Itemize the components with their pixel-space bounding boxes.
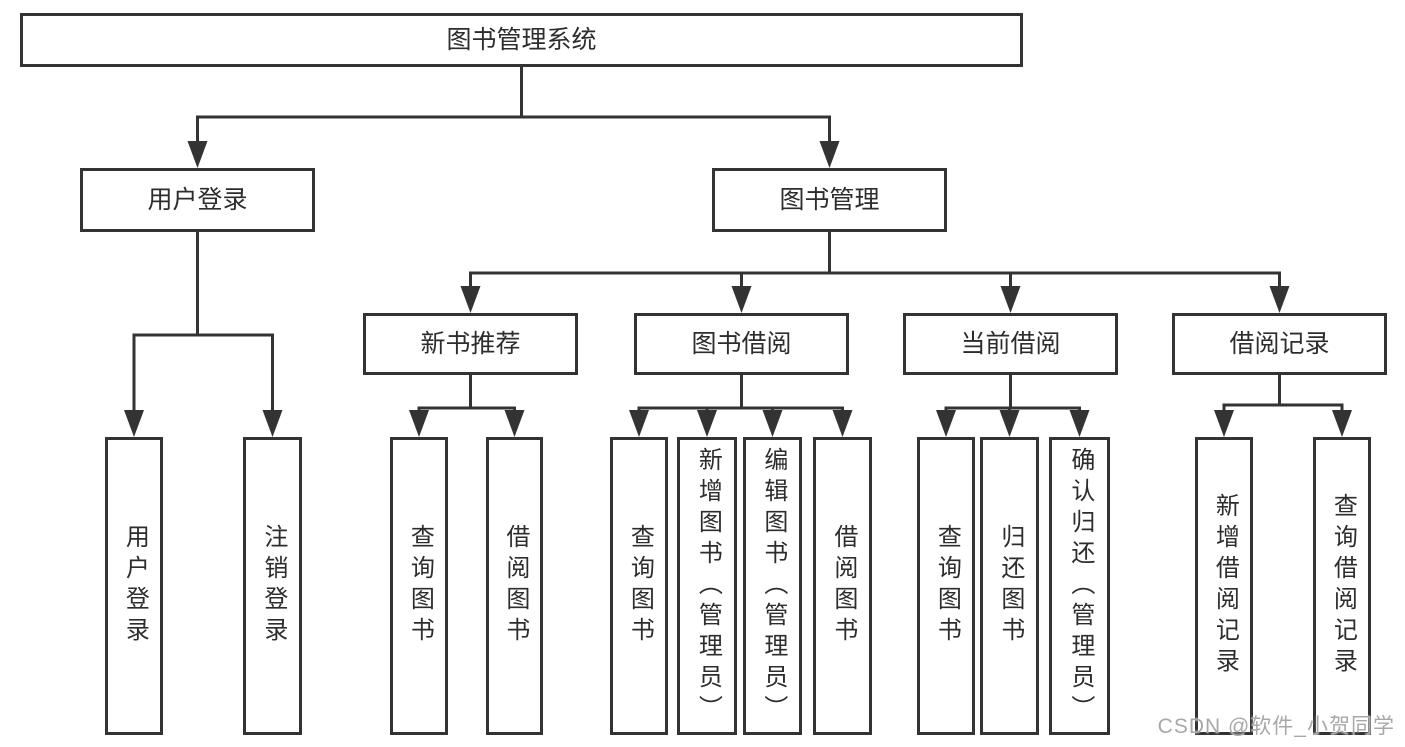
arrowhead-leaf-return-books: [999, 410, 1020, 437]
node-leaf-borrow-books-1: 借阅图书: [486, 437, 543, 735]
arrowhead-leaf-edit-books: [762, 410, 783, 437]
node-leaf-borrow-books-2: 借阅图书: [813, 437, 872, 735]
arrowhead-leaf-borrow-books-1: [504, 410, 525, 437]
arrowhead-book-borrowing: [731, 286, 752, 313]
arrowhead-leaf-confirm-return: [1069, 410, 1090, 437]
node-book-management: 图书管理: [712, 168, 947, 232]
node-root: 图书管理系统: [20, 13, 1023, 67]
arrowhead-leaf-query-books-2: [629, 410, 649, 437]
node-leaf-query-books-1: 查询图书: [390, 437, 448, 735]
node-leaf-confirm-return: 确认归还（管理员）: [1049, 437, 1110, 735]
arrowhead-leaf-query-borrow-record: [1332, 410, 1352, 437]
arrowhead-new-book-recommend: [460, 286, 481, 313]
node-leaf-edit-books: 编辑图书（管理员）: [743, 437, 802, 735]
node-leaf-add-borrow-record: 新增借阅记录: [1195, 437, 1253, 735]
arrowhead-leaf-query-books-3: [936, 410, 956, 437]
arrowhead-current-borrowing: [1000, 286, 1021, 313]
arrowhead-user-login: [187, 141, 208, 168]
arrowhead-leaf-borrow-books-2: [832, 410, 853, 437]
node-borrowing-records: 借阅记录: [1172, 313, 1387, 375]
arrowhead-leaf-query-books-1: [409, 410, 429, 437]
arrowhead-book-management: [819, 141, 840, 168]
node-leaf-logout: 注销登录: [243, 437, 302, 735]
arrowhead-leaf-user-login: [124, 410, 144, 437]
arrowhead-leaf-add-borrow-record: [1214, 410, 1234, 437]
watermark: CSDN @软件_小贺同学: [1157, 715, 1395, 738]
node-leaf-query-borrow-record: 查询借阅记录: [1313, 437, 1371, 735]
node-leaf-query-books-2: 查询图书: [610, 437, 668, 735]
node-leaf-return-books: 归还图书: [980, 437, 1039, 735]
node-new-book-recommend: 新书推荐: [363, 313, 578, 375]
node-current-borrowing: 当前借阅: [903, 313, 1118, 375]
node-leaf-query-books-3: 查询图书: [917, 437, 975, 735]
node-leaf-user-login: 用户登录: [105, 437, 163, 735]
node-book-borrowing: 图书借阅: [634, 313, 849, 375]
arrowhead-leaf-add-books: [697, 410, 717, 437]
arrowhead-borrowing-records: [1269, 286, 1290, 313]
arrowhead-leaf-logout: [262, 410, 283, 437]
node-leaf-add-books: 新增图书（管理员）: [677, 437, 737, 735]
node-user-login: 用户登录: [80, 168, 315, 232]
